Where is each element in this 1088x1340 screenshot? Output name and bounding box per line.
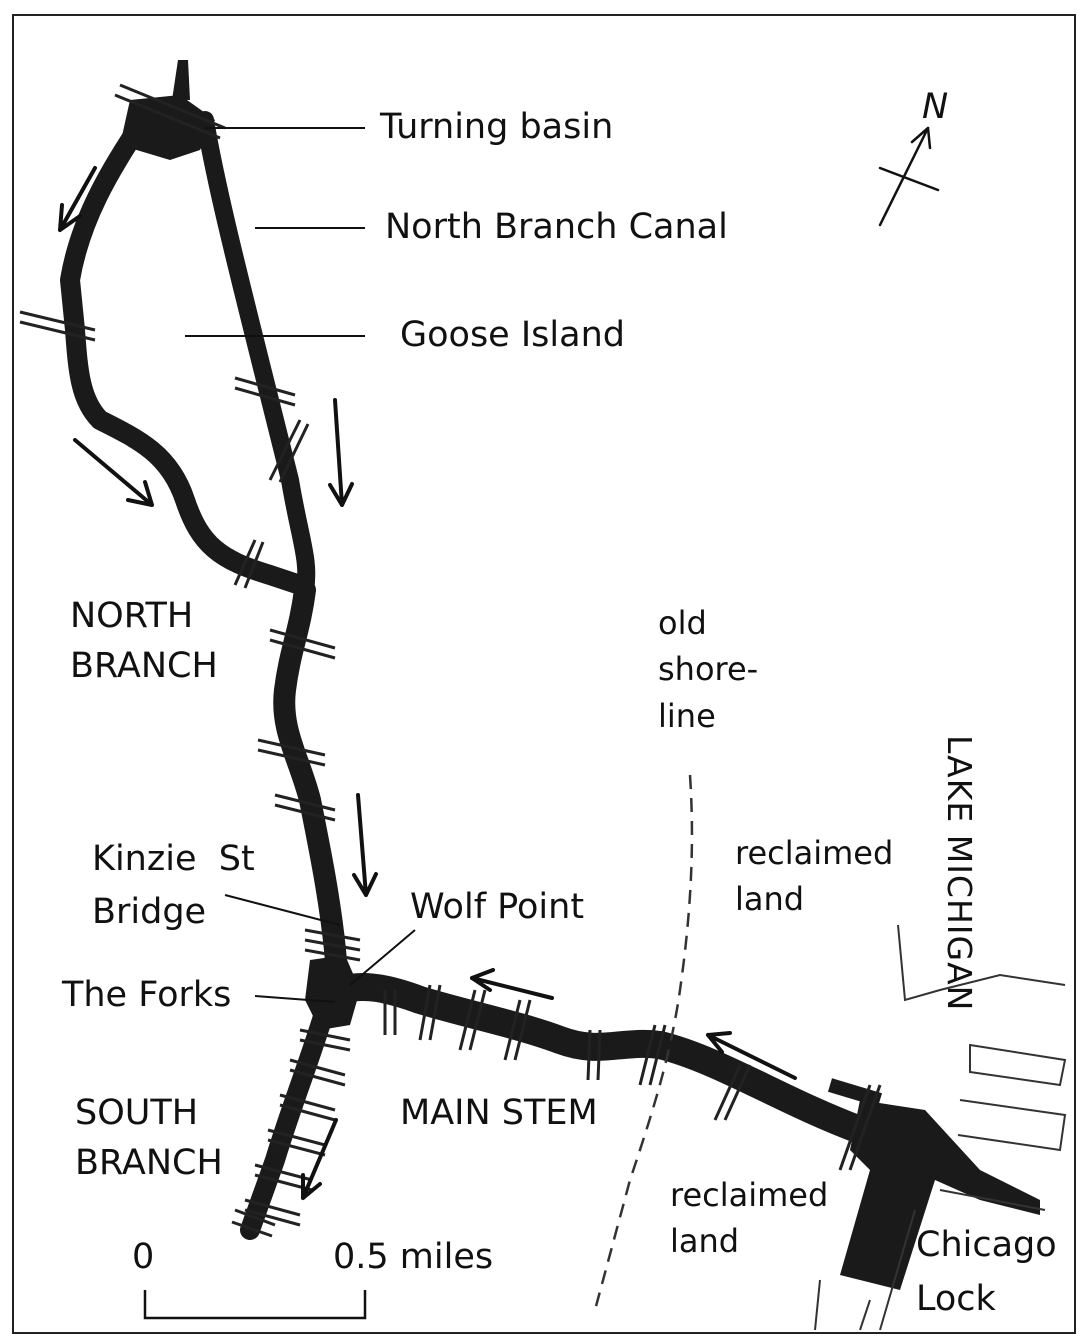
main-stem-channel xyxy=(324,973,934,1164)
bridges xyxy=(19,83,882,1238)
north-branch-label-line2: BRANCH xyxy=(70,645,218,686)
lake-label-line2: MICHIGAN xyxy=(939,834,979,1012)
turning-basin-tip xyxy=(172,60,190,100)
north-branch-west-channel xyxy=(60,115,310,595)
lake-michigan-label: LAKE MICHIGAN xyxy=(939,735,979,1012)
lake-label-line1: LAKE xyxy=(939,735,979,824)
reclaimed-land-upper-line2: land xyxy=(735,880,805,919)
arrow-south-branch-down xyxy=(301,1118,338,1200)
arrow-north-branch-down xyxy=(352,793,378,897)
north-branch-main-channel xyxy=(273,579,349,996)
the-forks-label: The Forks xyxy=(62,975,232,1015)
compass-north-label: N xyxy=(922,87,949,127)
kinzie-st-bridge-label: Kinzie St Bridge xyxy=(92,833,255,938)
arrow-main-stem-west-2 xyxy=(706,1031,797,1080)
north-branch-canal-channel xyxy=(196,111,316,599)
main-stem-label: MAIN STEM xyxy=(400,1093,598,1133)
river-channels xyxy=(60,111,934,1240)
turning-basin-shape xyxy=(120,95,215,160)
arrow-west-channel-southeast xyxy=(73,438,154,507)
goose-island-label: Goose Island xyxy=(400,315,625,355)
flow-arrows xyxy=(58,166,797,1200)
north-branch-canal-label: North Branch Canal xyxy=(385,207,728,247)
chicago-lock-shape xyxy=(840,1100,1040,1290)
scale-start-label: 0 xyxy=(132,1237,155,1277)
scale-bar xyxy=(143,1290,367,1320)
leader-lines xyxy=(185,127,416,1003)
harbor-outlines xyxy=(814,924,1067,1331)
arrow-main-stem-west-1 xyxy=(470,968,554,1000)
compass-rose xyxy=(878,126,940,227)
chicago-lock-label: Chicago Lock xyxy=(916,1218,1057,1327)
old-shoreline-line xyxy=(593,774,694,1311)
lock-outer-channel xyxy=(827,1078,883,1107)
reclaimed-land-lower-label: reclaimed land xyxy=(670,1172,828,1265)
wolf-point-label: Wolf Point xyxy=(410,887,585,927)
old-shoreline-label: old shore- line xyxy=(658,600,758,739)
reclaimed-land-upper-label: reclaimed land xyxy=(735,830,893,923)
arrow-west-channel-down xyxy=(58,166,97,232)
kinzie-label-line2: Bridge xyxy=(92,891,207,932)
forks-basin-shape xyxy=(305,955,360,1030)
old-shoreline-line3: line xyxy=(658,696,716,735)
kinzie-label-line1: Kinzie St xyxy=(92,839,255,879)
south-branch-channel xyxy=(240,1000,335,1240)
old-shoreline-line1: old xyxy=(658,604,707,642)
chicago-lock-label-line1: Chicago xyxy=(916,1225,1057,1265)
north-branch-label: NORTH BRANCH xyxy=(70,595,218,689)
scale-end-label: 0.5 miles xyxy=(333,1237,494,1277)
reclaimed-land-lower-line1: reclaimed xyxy=(670,1176,829,1214)
south-branch-label: SOUTH BRANCH xyxy=(75,1092,223,1186)
south-branch-label-line2: BRANCH xyxy=(75,1142,223,1183)
old-shoreline-line2: shore- xyxy=(658,650,759,689)
turning-basin-label: Turning basin xyxy=(380,107,614,147)
north-branch-label-line1: NORTH xyxy=(70,596,194,636)
reclaimed-land-upper-line1: reclaimed xyxy=(735,834,894,872)
reclaimed-land-lower-line2: land xyxy=(670,1222,740,1261)
chicago-lock-label-line2: Lock xyxy=(916,1279,996,1320)
arrow-canal-down xyxy=(328,398,354,507)
south-branch-label-line1: SOUTH xyxy=(75,1093,199,1133)
